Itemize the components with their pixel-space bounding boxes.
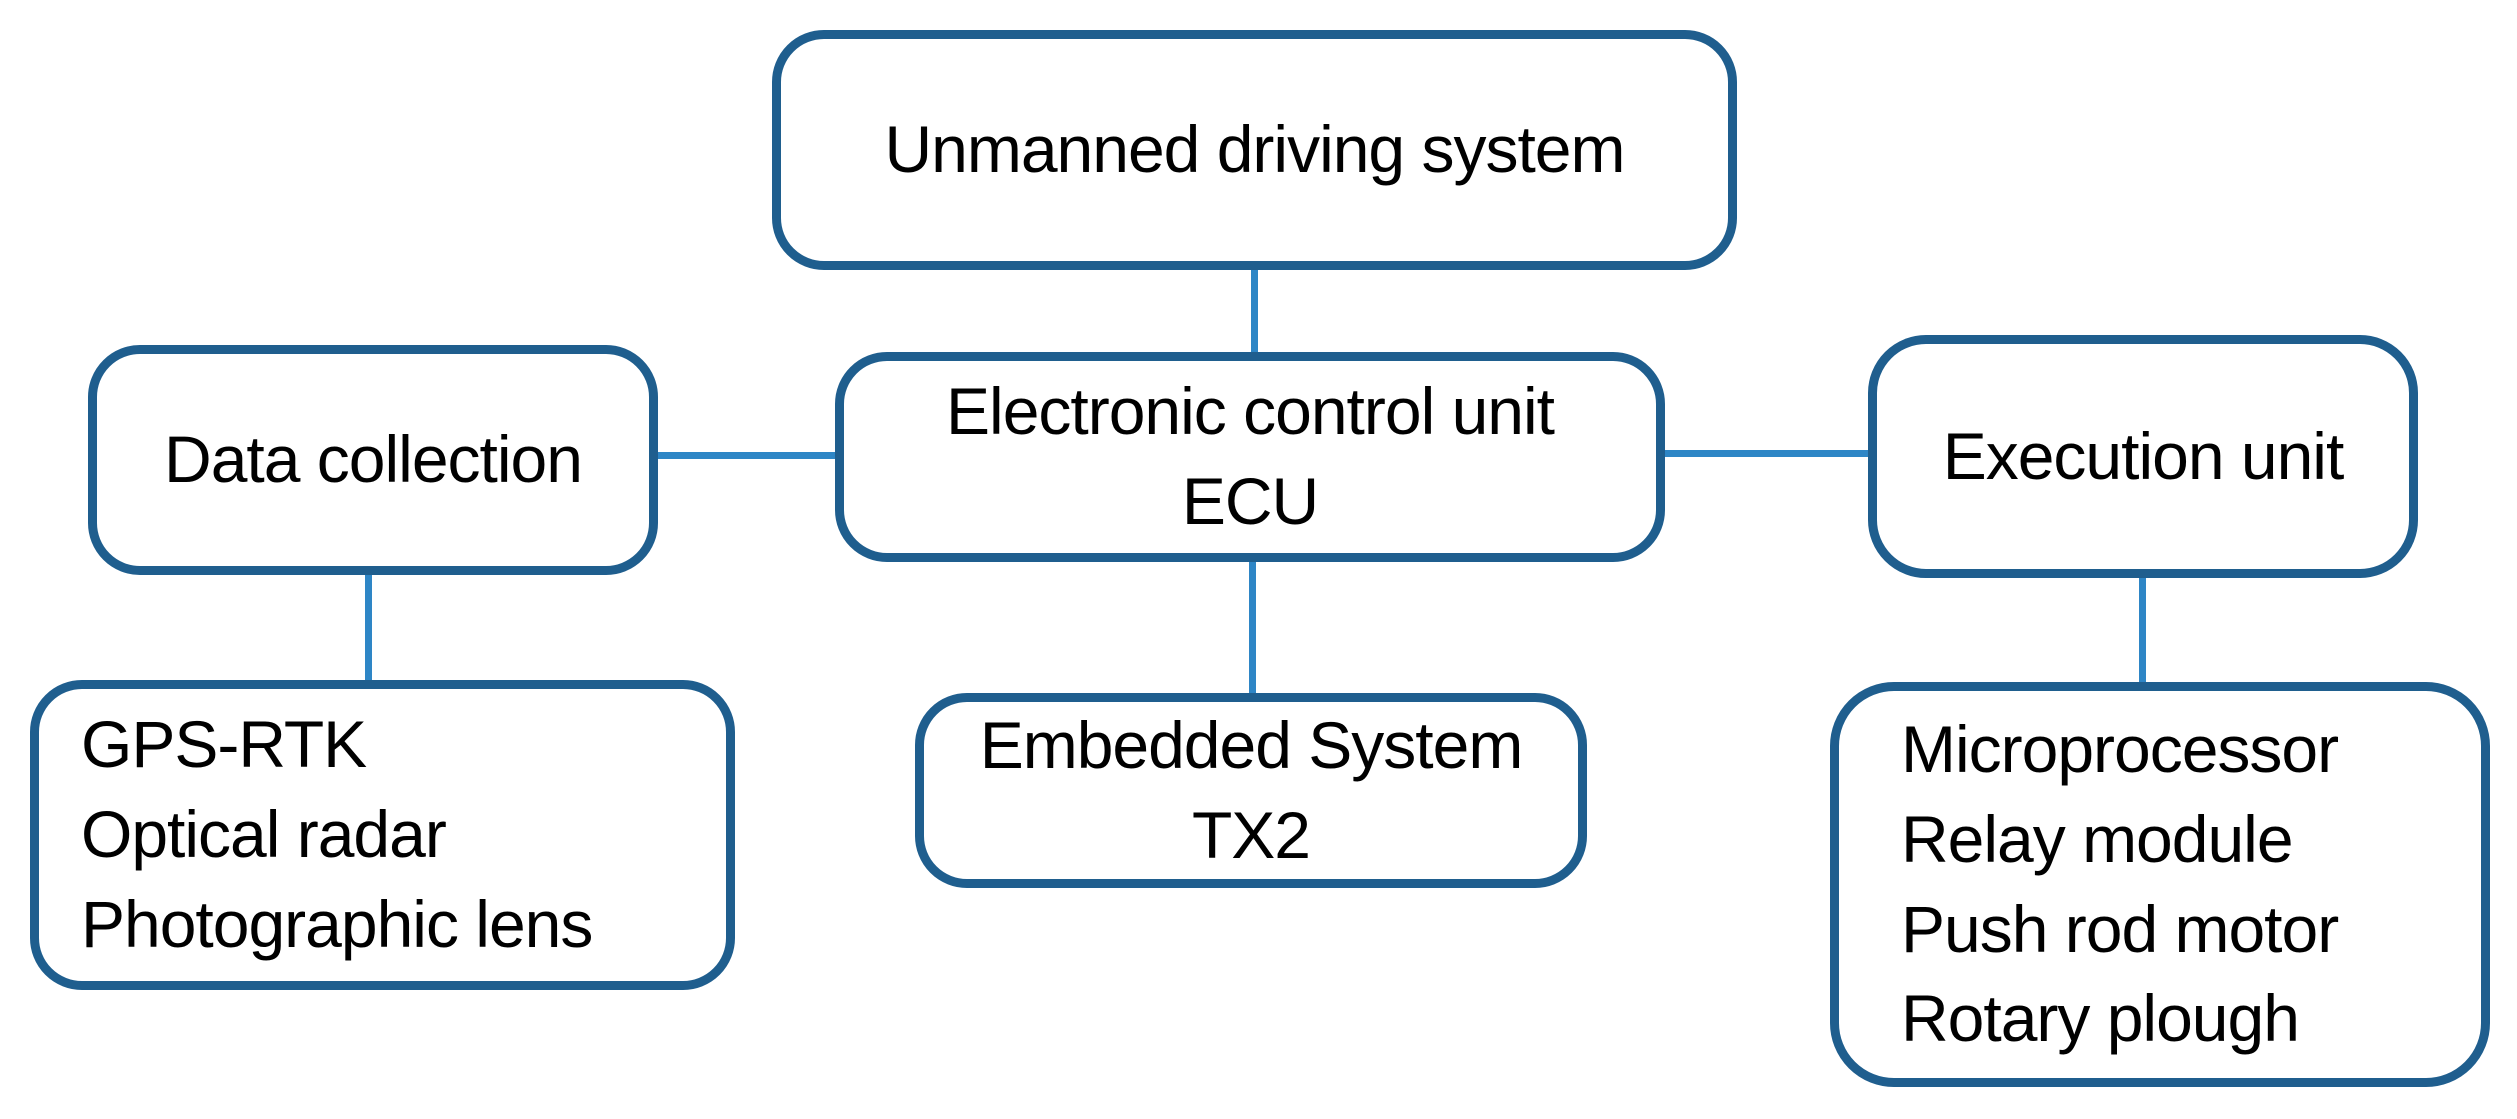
node-execution-devices: Microprocessor Relay module Push rod mot…: [1830, 682, 2490, 1087]
node-data-collection-devices: GPS-RTK Optical radar Photographic lens: [30, 680, 735, 990]
node-execution-unit-label: Execution unit: [1942, 418, 2345, 493]
node-ecu-label-line2: ECU: [1181, 464, 1319, 538]
device-gps-rtk: GPS-RTK: [81, 707, 367, 782]
device-push-rod-motor: Push rod motor: [1901, 891, 2339, 966]
connector-ecu-to-execution-unit: [1661, 450, 1872, 457]
node-embedded-system-label-line2: TX2: [1191, 797, 1311, 872]
connector-execution-unit-to-devices: [2139, 574, 2146, 686]
connector-unmanned-to-ecu: [1251, 266, 1258, 356]
device-rotary-plough: Rotary plough: [1901, 981, 2300, 1056]
node-embedded-system: Embedded System TX2: [915, 693, 1587, 888]
node-data-collection-label: Data collection: [164, 422, 583, 497]
device-photographic-lens: Photographic lens: [81, 886, 593, 961]
node-data-collection: Data collection: [88, 345, 658, 575]
node-execution-unit: Execution unit: [1868, 335, 2418, 578]
node-embedded-system-label-line1: Embedded System: [979, 707, 1524, 782]
node-unmanned-driving-system: Unmanned driving system: [772, 30, 1737, 270]
connector-data-collection-to-ecu: [654, 452, 839, 459]
node-unmanned-driving-system-label: Unmanned driving system: [884, 112, 1626, 187]
device-microprocessor: Microprocessor: [1901, 712, 2339, 786]
connector-data-collection-to-devices: [365, 571, 372, 684]
device-relay-module: Relay module: [1901, 801, 2294, 876]
node-electronic-control-unit: Electronic control unit ECU: [835, 352, 1665, 562]
connector-ecu-to-embedded-system: [1249, 558, 1256, 697]
device-optical-radar: Optical radar: [81, 797, 447, 872]
node-ecu-label-line1: Electronic control unit: [946, 374, 1555, 449]
